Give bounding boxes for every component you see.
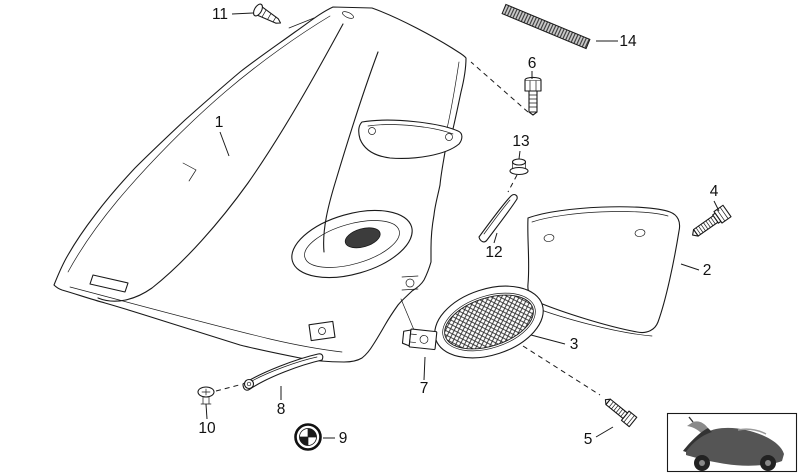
fairing-panel-part-1: [53, 6, 467, 363]
cap-nut-part-13: [509, 158, 529, 176]
motorcycle-thumbnail: [666, 412, 798, 473]
rivet-pointer-line: [288, 17, 315, 29]
part-label-7: 7: [420, 380, 429, 397]
screw-icon-part-5: [604, 398, 638, 428]
part-label-2: 2: [703, 262, 712, 279]
bracket-part-7: [401, 328, 438, 351]
grille-insert-part-3: [434, 285, 544, 359]
assembly-dashed-lines: [215, 61, 601, 396]
part-label-8: 8: [277, 401, 286, 418]
part-label-14: 14: [619, 33, 637, 50]
part-label-1: 1: [215, 114, 224, 131]
part-label-11: 11: [212, 6, 228, 23]
trim-rail-part-8: [242, 353, 324, 391]
callout-labels: 1 2 3 4 5 6 7 8 9 10 11 12 13 14: [198, 6, 718, 448]
callout-leader-lines: [205, 12, 720, 439]
part-label-5: 5: [584, 431, 593, 448]
trim-strip-part-12: [478, 194, 518, 243]
screw-icon-part-4: [692, 204, 732, 237]
rivet-icon-part-11: [253, 3, 282, 24]
part-label-12: 12: [485, 244, 502, 261]
part-label-13: 13: [512, 133, 529, 150]
part-label-4: 4: [710, 183, 719, 200]
bracket-connector-line: [400, 298, 415, 331]
part-label-9: 9: [339, 430, 348, 447]
side-cover-part-2: [527, 206, 681, 337]
part-label-10: 10: [198, 420, 216, 437]
part-label-3: 3: [570, 336, 579, 353]
motorcycle-silhouette-icon: [683, 416, 784, 471]
push-fastener-part-10: [197, 386, 215, 405]
screw-icon-part-6: [524, 76, 542, 116]
adhesive-strip-part-14: [501, 3, 591, 50]
part-label-6: 6: [528, 55, 537, 72]
bmw-roundel-icon: [294, 423, 322, 451]
